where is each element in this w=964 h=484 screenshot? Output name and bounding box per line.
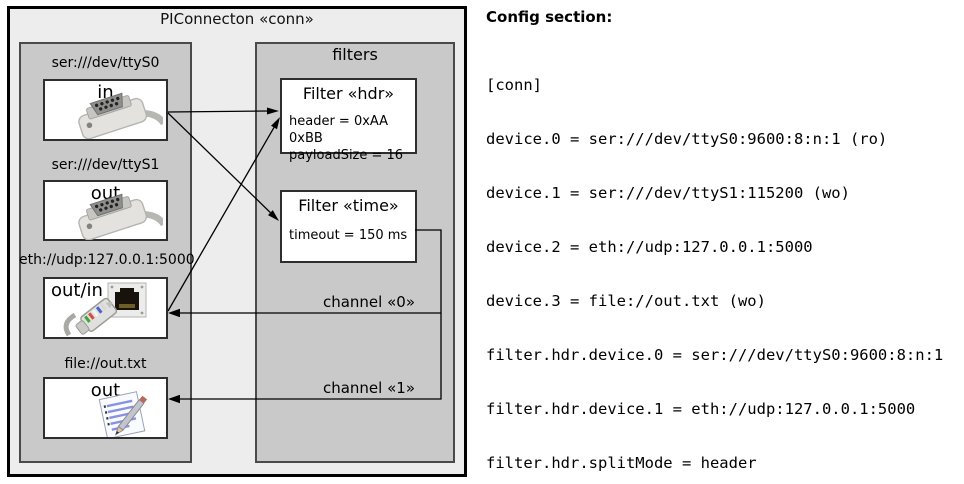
config-line: [conn] [486, 76, 542, 94]
filter-attribute: timeout = 150 ms [289, 228, 408, 243]
filter-box-time: Filter «time» timeout = 150 ms [280, 190, 417, 263]
frame-title: PIConnecton «conn» [160, 10, 314, 28]
device-box-ttys1: out [43, 180, 168, 241]
device-direction-label: out/in [51, 280, 103, 301]
device-box-eth: out/in [43, 277, 168, 339]
config-line: device.0 = ser:///dev/ttyS0:9600:8:n:1 (… [486, 130, 888, 148]
device-box-file: out [43, 377, 168, 439]
config-line: device.2 = eth://udp:127.0.0.1:5000 [486, 238, 813, 256]
config-heading: Config section: [486, 8, 613, 26]
filters-group-label: filters [332, 45, 378, 64]
notepad-icon [98, 391, 148, 437]
filter-attribute: payloadSize = 16 [289, 148, 404, 163]
channel-0-label: channel «0» [322, 293, 415, 311]
config-text: [conn] device.0 = ser:///dev/ttyS0:9600:… [486, 40, 953, 484]
config-line: filter.hdr.device.0 = ser:///dev/ttyS0:9… [486, 346, 944, 364]
device-label-file: file://out.txt [64, 356, 147, 372]
ethernet-jack-icon [107, 282, 147, 318]
config-line: device.1 = ser:///dev/ttyS1:115200 (wo) [486, 184, 850, 202]
connector-diagram: PIConnecton «conn» filters ser:///dev/tt… [7, 6, 467, 477]
ethernet-cable-icon [63, 297, 118, 337]
device-label-ttys1: ser:///dev/ttyS1 [51, 157, 160, 173]
device-label-ttys0: ser:///dev/ttyS0 [51, 55, 160, 71]
filter-title: Filter «time» [298, 196, 399, 215]
config-panel: Config section: [conn] device.0 = ser://… [486, 0, 964, 484]
config-line: filter.hdr.splitMode = header [486, 454, 757, 472]
config-line: device.3 = file://out.txt (wo) [486, 292, 766, 310]
device-box-ttys0: in [43, 79, 168, 141]
serial-connector-icon [78, 193, 163, 240]
serial-connector-icon [78, 92, 163, 139]
config-line: filter.hdr.device.1 = eth://udp:127.0.0.… [486, 400, 916, 418]
filter-title: Filter «hdr» [302, 84, 395, 103]
device-label-eth: eth://udp:127.0.0.1:5000 [19, 252, 195, 268]
filter-box-hdr: Filter «hdr» header = 0xAA 0xBB payloadS… [280, 78, 417, 163]
device-direction-label: out [90, 380, 121, 401]
channel-1-label: channel «1» [322, 379, 415, 397]
filter-attribute: header = 0xAA 0xBB [289, 114, 389, 146]
